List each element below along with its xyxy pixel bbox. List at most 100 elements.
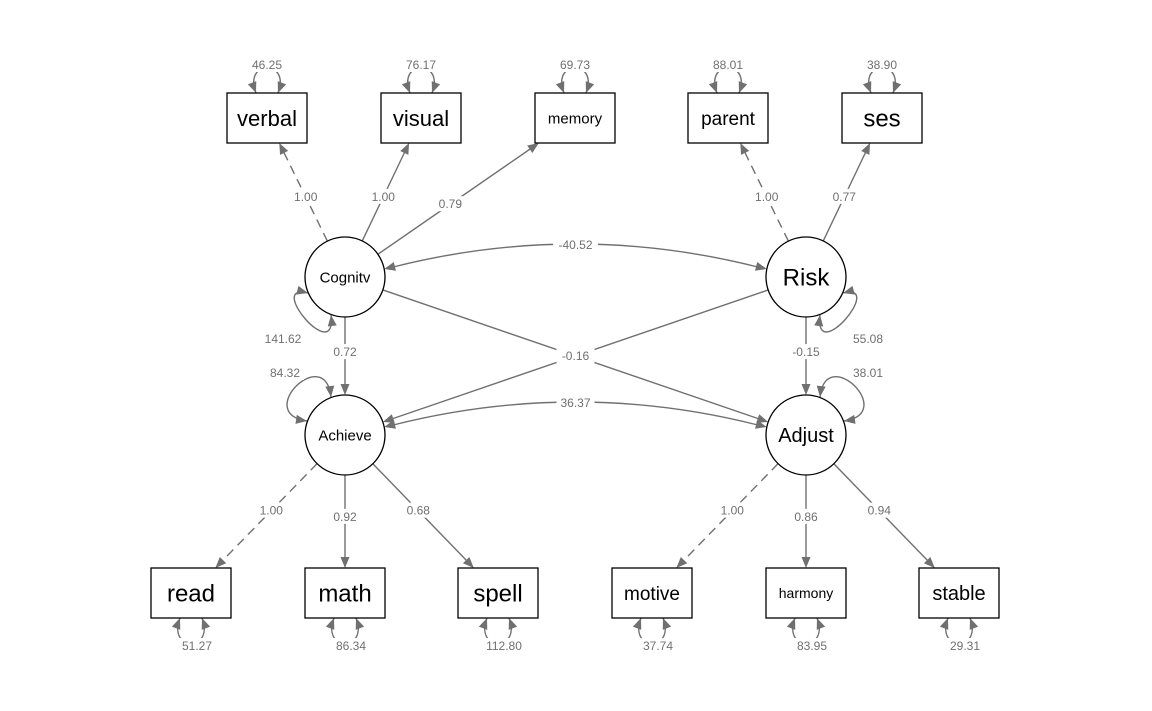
variance-achieve-label: 84.32: [266, 365, 304, 380]
covariance-cognitv-risk-arrowhead-start: [384, 261, 396, 271]
node-label: spell: [473, 581, 522, 608]
variance-cognitv-label-text: 141.62: [265, 332, 302, 346]
node-math: math: [304, 567, 386, 619]
variance-verbal-arrowhead-end: [277, 81, 287, 93]
variance-ses-arrowhead-start: [862, 81, 872, 93]
loading-achieve-math-label-text: 0.92: [333, 510, 357, 524]
node-label: verbal: [237, 106, 297, 131]
loading-adjust-stable-arrowhead: [923, 556, 935, 568]
loading-risk-parent-label: 1.00: [751, 188, 783, 204]
loading-achieve-read-label: 1.00: [255, 502, 287, 518]
variance-risk-arrowhead-end: [814, 315, 824, 327]
variance-harmony-label-text: 83.95: [797, 639, 827, 653]
node-risk: Risk: [765, 236, 847, 318]
variance-verbal-label-text: 46.25: [252, 58, 282, 72]
variance-adjust-loop: [819, 376, 865, 422]
variance-math-label-text: 86.34: [336, 639, 366, 653]
node-stable: stable: [918, 567, 1000, 619]
variance-motive-label-text: 37.74: [643, 639, 673, 653]
variance-stable-label-text: 29.31: [950, 639, 980, 653]
variance-adjust-label-text: 38.01: [853, 366, 883, 380]
node-motive: motive: [611, 567, 693, 619]
regression-cognitv-achieve-label-text: 0.72: [333, 345, 357, 359]
node-label: motive: [624, 584, 680, 605]
variance-cognitv-label: 141.62: [260, 331, 306, 346]
loading-cognitv-verbal-label: 1.00: [290, 188, 322, 204]
node-label: math: [318, 581, 371, 608]
loading-risk-parent-label-text: 1.00: [755, 190, 779, 204]
node-label: read: [167, 581, 215, 608]
loading-adjust-motive-label-text: 1.00: [721, 504, 745, 518]
observed-box: [226, 92, 308, 144]
variance-read-arrowhead-start: [171, 618, 181, 630]
regression-cognitv-achieve-arrowhead: [340, 384, 350, 395]
variance-math-arrowhead-start: [325, 618, 335, 630]
variance-motive-arrowhead-end: [662, 618, 672, 630]
variance-memory-arrowhead-start: [555, 81, 565, 93]
loading-achieve-math-label: 0.92: [329, 508, 361, 524]
covariance-achieve-adjust-label-text: 36.37: [560, 396, 590, 410]
observed-box: [611, 567, 693, 619]
loading-risk-ses-label-text: 0.77: [833, 190, 857, 204]
variance-parent-label: 88.01: [709, 57, 747, 72]
variance-adjust-label: 38.01: [849, 365, 887, 380]
variance-stable-arrowhead-end: [969, 618, 979, 630]
edge-labels-layer: 1.00 1.00 0.79 1.00 0.77 1.00 0.92 0.68 1.00 0.86…: [178, 57, 984, 653]
observed-box: [304, 567, 386, 619]
loading-cognitv-visual-arrowhead: [400, 143, 410, 155]
node-ses: ses: [841, 92, 923, 144]
covariance-achieve-adjust-arrowhead-end: [755, 419, 767, 429]
loading-achieve-read-label-text: 1.00: [260, 504, 284, 518]
variance-motive-label: 37.74: [639, 638, 677, 653]
node-label: Risk: [783, 265, 831, 292]
covariance-achieve-adjust-arrowhead-start: [384, 419, 396, 429]
variance-spell-label-text: 112.80: [486, 639, 522, 653]
regression-risk-adjust-arrowhead: [801, 384, 811, 395]
variance-memory-label: 69.73: [556, 57, 594, 72]
variance-visual-label-text: 76.17: [406, 58, 436, 72]
covariance-cognitv-risk-arrowhead-end: [755, 261, 767, 271]
node-adjust: Adjust: [765, 394, 847, 476]
variance-memory-arrowhead-end: [585, 81, 595, 93]
node-cognitv: Cognitv: [304, 236, 386, 318]
observed-box: [380, 92, 462, 144]
regression-risk-achieve-label: -0.16: [556, 348, 595, 363]
loading-risk-ses-arrowhead: [861, 143, 871, 155]
node-label: parent: [701, 109, 756, 130]
latent-circle: [304, 236, 386, 318]
node-harmony: harmony: [765, 567, 847, 619]
variance-harmony-arrowhead-start: [786, 618, 796, 630]
observed-box: [918, 567, 1000, 619]
observed-box: [687, 92, 769, 144]
variance-read-label: 51.27: [178, 638, 216, 653]
loading-achieve-spell-label: 0.68: [402, 502, 434, 518]
node-label: stable: [932, 583, 985, 605]
variance-achieve-label-text: 84.32: [270, 366, 300, 380]
observed-box: [841, 92, 923, 144]
node-label: Cognitv: [320, 269, 371, 286]
loading-cognitv-verbal-arrowhead: [279, 143, 289, 155]
variance-cognitv-arrowhead-start: [296, 285, 308, 295]
regression-risk-achieve-label-text: -0.16: [562, 349, 590, 363]
loading-cognitv-memory-label: 0.79: [434, 196, 466, 212]
covariance-cognitv-risk-label-text: -40.52: [558, 238, 592, 252]
loading-cognitv-visual-label: 1.00: [367, 188, 399, 204]
variance-adjust-arrowhead-end: [844, 414, 856, 424]
loading-adjust-harmony-label-text: 0.86: [794, 510, 818, 524]
regression-cognitv-adjust-arrowhead: [756, 414, 769, 423]
variance-stable-arrowhead-start: [939, 618, 949, 630]
observed-box: [765, 567, 847, 619]
node-label: memory: [548, 110, 603, 127]
latent-circle: [765, 394, 847, 476]
covariance-cognitv-risk-label: -40.52: [553, 237, 598, 252]
loading-cognitv-memory-arrowhead: [527, 143, 539, 153]
node-label: harmony: [779, 585, 833, 601]
regression-risk-achieve-arrowhead: [382, 414, 395, 423]
node-verbal: verbal: [226, 92, 308, 144]
loading-adjust-motive-arrowhead: [676, 556, 688, 568]
variance-harmony-arrowhead-end: [816, 618, 826, 630]
covariance-achieve-adjust-label: 36.37: [556, 395, 595, 410]
variance-visual-label: 76.17: [402, 57, 440, 72]
